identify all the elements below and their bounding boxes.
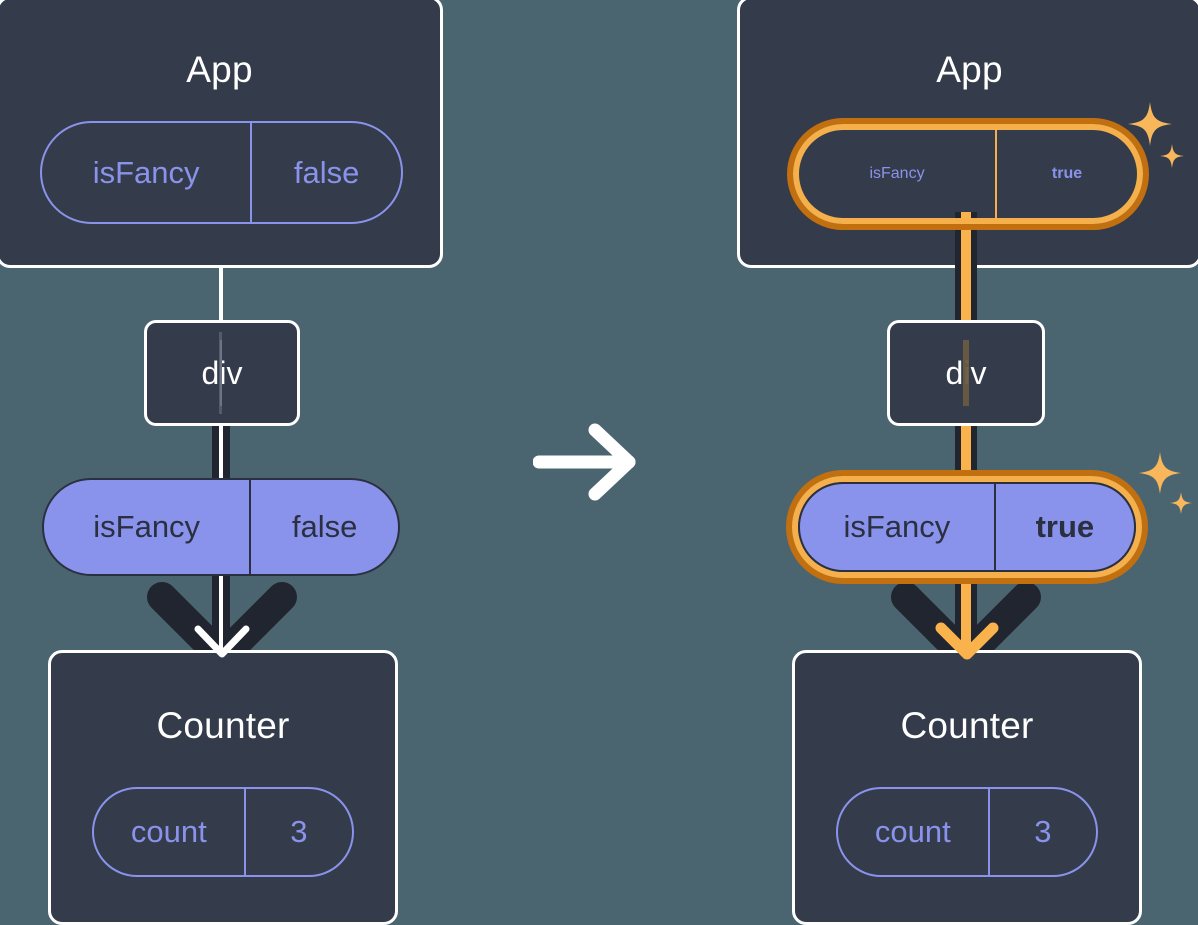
pill-value: false [250, 123, 401, 222]
state-pill-isfancy-app: isFancy true [799, 130, 1137, 218]
arrow-head-down-amber [927, 612, 1007, 670]
connector-prop-to-counter-core [219, 572, 223, 650]
prop-pill-isfancy: isFancy true [798, 482, 1136, 572]
component-title-counter: Counter [900, 705, 1034, 746]
pill-name: isFancy [843, 509, 951, 544]
pill-name: isFancy [92, 154, 200, 190]
component-box-counter: Counter count 3 [792, 650, 1142, 925]
connector-app-to-div-core [961, 212, 971, 330]
pill-name: count [874, 814, 951, 849]
component-title-counter: Counter [156, 705, 290, 746]
pill-value: 3 [987, 789, 1096, 875]
connector-app-to-div [219, 260, 223, 328]
pill-value: true [995, 130, 1137, 218]
component-box-counter: Counter count 3 [48, 650, 398, 925]
highlight-ring-outer [786, 470, 1148, 584]
state-pill-count-counter: count 3 [836, 787, 1098, 877]
connector-div-to-prop-core [219, 424, 223, 486]
pill-value: true [993, 484, 1134, 570]
component-box-app: App isFancy false [0, 0, 443, 268]
pill-value: 3 [243, 789, 352, 875]
highlight-ring-inner [792, 476, 1142, 578]
component-title-app: App [186, 49, 253, 90]
transition-arrow-right-icon [532, 420, 645, 505]
connector-through-div-core [220, 340, 222, 406]
pill-name: isFancy [93, 509, 201, 544]
component-title-app: App [936, 49, 1003, 90]
pill-name: isFancy [869, 165, 925, 182]
host-label-div: div [201, 354, 243, 391]
connector-div-to-prop-core [961, 424, 971, 486]
pill-value: false [249, 480, 398, 574]
highlight-ring-outer [787, 118, 1149, 230]
connector-prop-to-counter-core [961, 574, 971, 650]
prop-pill-isfancy: isFancy false [42, 478, 400, 576]
sparkles-icon [1136, 448, 1194, 526]
highlight-ring-inner [793, 124, 1143, 224]
arrow-head-down-light [185, 615, 259, 669]
connector-through-div [963, 340, 969, 406]
state-pill-isfancy-app: isFancy false [40, 121, 403, 224]
state-pill-count-counter: count 3 [92, 787, 354, 877]
host-box-div: div [144, 320, 300, 426]
pill-name: count [130, 814, 207, 849]
sparkles-icon [1124, 98, 1186, 182]
